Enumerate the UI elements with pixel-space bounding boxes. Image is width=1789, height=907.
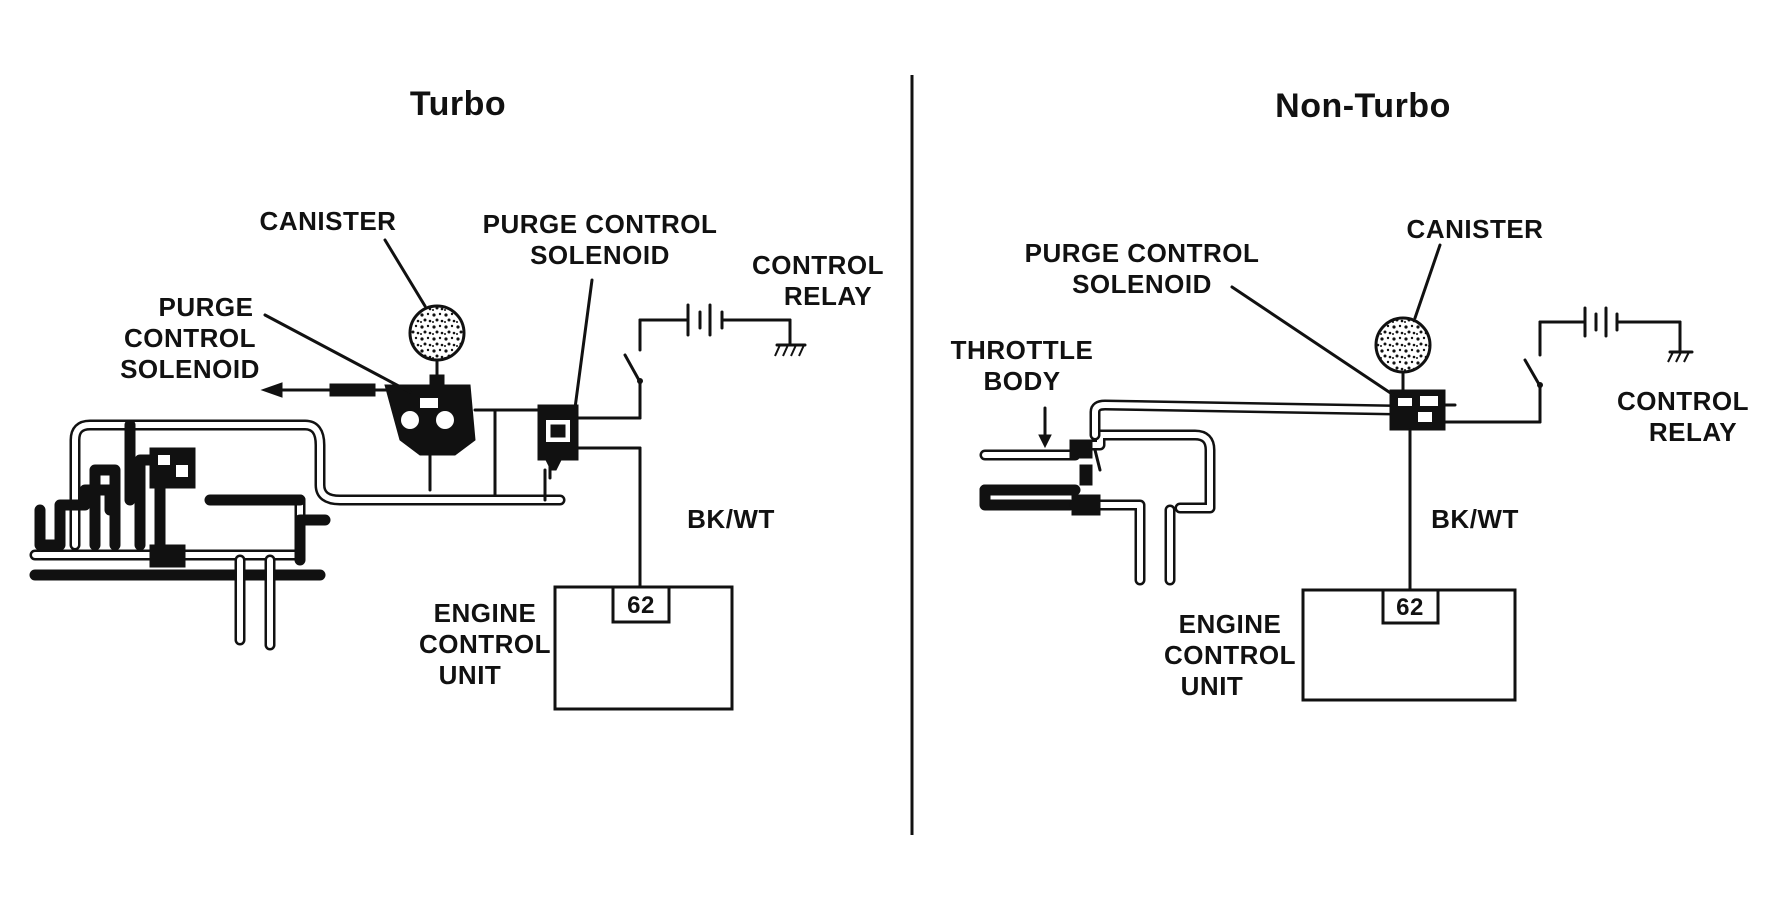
nonturbo-relay-line1: CONTROL (1617, 386, 1749, 416)
nonturbo-purge-leader (1230, 285, 1397, 398)
nonturbo-ecu-line3: UNIT (1181, 671, 1244, 701)
turbo-title: Turbo (410, 85, 506, 123)
turbo-purge-top-line2: SOLENOID (530, 240, 670, 270)
nonturbo-canister-label: CANISTER (1407, 214, 1544, 244)
nonturbo-title: Non-Turbo (1275, 87, 1451, 125)
turbo-ecu-line3: UNIT (439, 660, 502, 690)
turbo-ecu-pin: 62 (627, 592, 655, 619)
turbo-purge-label-line2: CONTROL (124, 323, 256, 353)
turbo-purge-top-line1: PURGE CONTROL (483, 209, 718, 239)
turbo-canister-leader (383, 238, 427, 308)
vent-arrow (260, 382, 392, 398)
turbo-purge-control-solenoid (537, 404, 579, 502)
turbo-purge-top-leader (573, 278, 594, 410)
nonturbo-relay-circuit (1453, 306, 1694, 424)
turbo-ecu-line1: ENGINE (434, 598, 537, 628)
turbo-ecu-line2: CONTROL (419, 629, 551, 659)
nonturbo-wire-label: BK/WT (1431, 504, 1519, 534)
nonturbo-canister-leader (1413, 243, 1442, 320)
turbo-ecu-wire (576, 446, 642, 589)
turbo-intake-manifold (29, 419, 566, 651)
turbo-relay-line1: CONTROL (752, 250, 884, 280)
turbo-ecu: 62 (553, 585, 734, 711)
nonturbo-throttle-body (979, 429, 1216, 586)
turbo-purge-label-line3: SOLENOID (120, 354, 260, 384)
nonturbo-panel: Non-Turbo (951, 87, 1749, 702)
nonturbo-ecu: 62 (1301, 588, 1517, 702)
nonturbo-throttle-line2: BODY (983, 366, 1060, 396)
turbo-wire-label: BK/WT (687, 504, 775, 534)
turbo-canister-label: CANISTER (260, 206, 397, 236)
nonturbo-ecu-pin: 62 (1396, 594, 1424, 621)
nonturbo-purge-line1: PURGE CONTROL (1025, 238, 1260, 268)
turbo-canister (408, 304, 466, 382)
turbo-relay-circuit (576, 303, 807, 420)
nonturbo-throttle-line1: THROTTLE (951, 335, 1094, 365)
turbo-canister-solenoid (384, 374, 476, 492)
turbo-purge-label-line1: PURGE (159, 292, 254, 322)
nonturbo-purge-line2: SOLENOID (1072, 269, 1212, 299)
nonturbo-purge-control-solenoid (1389, 389, 1457, 592)
nonturbo-ecu-line2: CONTROL (1164, 640, 1296, 670)
nonturbo-relay-line2: RELAY (1649, 417, 1737, 447)
turbo-relay-line2: RELAY (784, 281, 872, 311)
nonturbo-ecu-line1: ENGINE (1179, 609, 1282, 639)
nonturbo-canister (1374, 316, 1432, 394)
turbo-panel: Turbo (29, 85, 884, 711)
turbo-purge-left-leader (263, 313, 412, 394)
